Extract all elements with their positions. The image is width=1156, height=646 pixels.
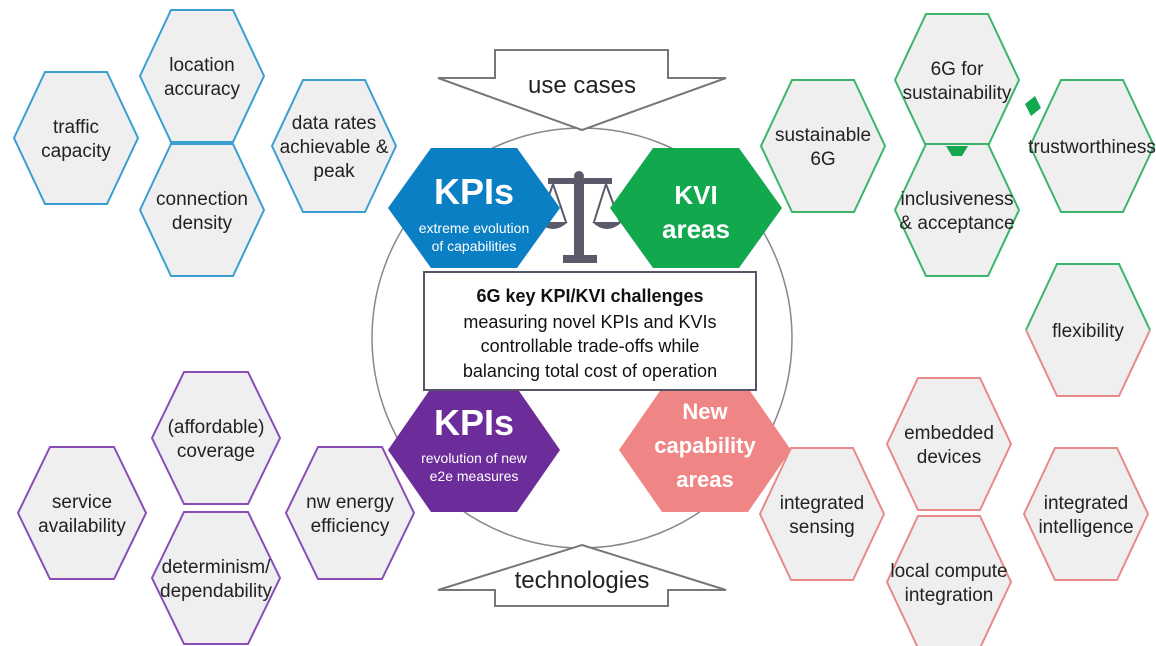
kpis-bottom-title: KPIs	[434, 402, 514, 443]
kvi-title-line1: KVI	[674, 180, 717, 210]
hex-integrated-intelligence: integrated intelligence	[1022, 447, 1150, 581]
hex-label: availability	[38, 516, 126, 537]
hex-label: traffic	[53, 117, 99, 138]
new-capability-group: embeddeddevicesintegratedsensingintegrat…	[758, 377, 1150, 646]
hex-inclusiveness-acceptance: inclusiveness & acceptance	[893, 143, 1021, 277]
hex-6g-for-sustainability: 6G for sustainability	[893, 13, 1021, 147]
hex-label: integrated	[780, 493, 865, 514]
hex-affordable-coverage: (affordable) coverage	[150, 371, 282, 505]
hex-label: integrated	[1044, 493, 1129, 514]
hex-embedded-devices: embedded devices	[885, 377, 1013, 511]
hex-determinism-dependability: determinism/dependability	[150, 511, 282, 645]
hex-label: efficiency	[311, 516, 390, 537]
use-cases-arrow: use cases	[437, 49, 727, 132]
hex-label: sensing	[789, 517, 855, 538]
kpis-top-title: KPIs	[434, 171, 514, 212]
hex-label: capacity	[41, 141, 111, 162]
hex-label: connection	[156, 189, 248, 210]
hex-label: sustainability	[903, 83, 1012, 104]
challenges-line-1: measuring novel KPIs and KVIs	[463, 312, 716, 332]
hex-label: nw energy	[306, 492, 394, 513]
hex-label: dependability	[160, 581, 272, 602]
hex-label: accuracy	[164, 79, 241, 100]
challenges-line-2: controllable trade-offs while	[481, 336, 700, 356]
balance-scale-icon	[538, 171, 622, 263]
hex-nw-energy-efficiency: nw energy efficiency	[284, 446, 416, 580]
green-connector-marks	[946, 96, 1041, 156]
kpis-bottom-category: KPIs revolution of new e2e measures	[388, 388, 560, 512]
hex-label: service	[52, 492, 112, 513]
use-cases-label: use cases	[528, 72, 636, 99]
technologies-arrow: technologies	[437, 543, 727, 607]
kvi-category: KVI areas	[610, 148, 782, 268]
hex-data-rates-achievable-peak: data rates achievable & peak	[270, 79, 398, 213]
hex-label: trustworthiness	[1028, 137, 1156, 158]
kpis-top-subtitle-2: of capabilities	[432, 238, 517, 254]
hex-label: inclusiveness	[901, 189, 1014, 210]
hex-label: devices	[917, 447, 981, 468]
hex-label: achievable &	[280, 137, 389, 158]
hex-label: sustainable	[775, 125, 871, 146]
hex-label: integration	[905, 585, 994, 606]
kvi-title-line2: areas	[662, 214, 730, 244]
hex-label: intelligence	[1038, 517, 1133, 538]
challenges-title: 6G key KPI/KVI challenges	[476, 286, 703, 306]
kpi-measures-group: (affordable) coverage service availability n…	[16, 371, 416, 645]
new-capability-line3: areas	[676, 467, 734, 492]
hex-label: data rates	[292, 113, 377, 134]
hex-label: 6G for	[931, 59, 984, 80]
hex-label: embedded	[904, 423, 994, 444]
challenges-line-3: balancing total cost of operation	[463, 361, 717, 381]
new-capability-category: New capability areas	[619, 388, 791, 512]
flexibility-group: flexibility	[1025, 263, 1151, 397]
kpis-bottom-subtitle-2: e2e measures	[430, 468, 519, 484]
kpis-bottom-subtitle-1: revolution of new	[421, 450, 528, 466]
technologies-label: technologies	[515, 567, 650, 594]
hex-integrated-sensing: integrated sensing	[758, 447, 886, 581]
hex-service-availability: service availability	[16, 446, 148, 580]
hex-label: density	[172, 213, 233, 234]
new-capability-line1: New	[682, 399, 728, 424]
kpi-capabilities-group: location accuracy traffic capacity data rate…	[12, 9, 398, 277]
kpis-top-subtitle-1: extreme evolution	[419, 220, 530, 236]
hex-label: & acceptance	[899, 213, 1014, 234]
hex-label: location	[169, 55, 235, 76]
hex-label: peak	[313, 161, 355, 182]
hex-local-compute-integration: local compute integration	[885, 515, 1013, 646]
hex-connection-density: connection density	[138, 143, 266, 277]
kpis-top-category: KPIs extreme evolution of capabilities	[388, 148, 560, 268]
kvi-areas-group: 6G for sustainability sustainable 6G trustwo…	[759, 13, 1156, 277]
hex-traffic-capacity: traffic capacity	[12, 71, 140, 205]
hex-label: 6G	[810, 149, 835, 170]
hex-label: determinism/	[162, 557, 271, 578]
hex-label: coverage	[177, 441, 255, 462]
hex-label: flexibility	[1052, 321, 1124, 342]
hex-trustworthiness: trustworthiness	[1028, 79, 1156, 213]
new-capability-line2: capability	[654, 433, 756, 458]
hex-label: (affordable)	[168, 417, 265, 438]
hex-label: local compute	[890, 561, 1007, 582]
hex-sustainable-6g: sustainable 6G	[759, 79, 887, 213]
center-challenges-box: 6G key KPI/KVI challenges measuring nove…	[423, 271, 757, 391]
hex-flexibility: flexibility	[1025, 263, 1151, 397]
hex-location-accuracy: location accuracy	[138, 9, 266, 143]
